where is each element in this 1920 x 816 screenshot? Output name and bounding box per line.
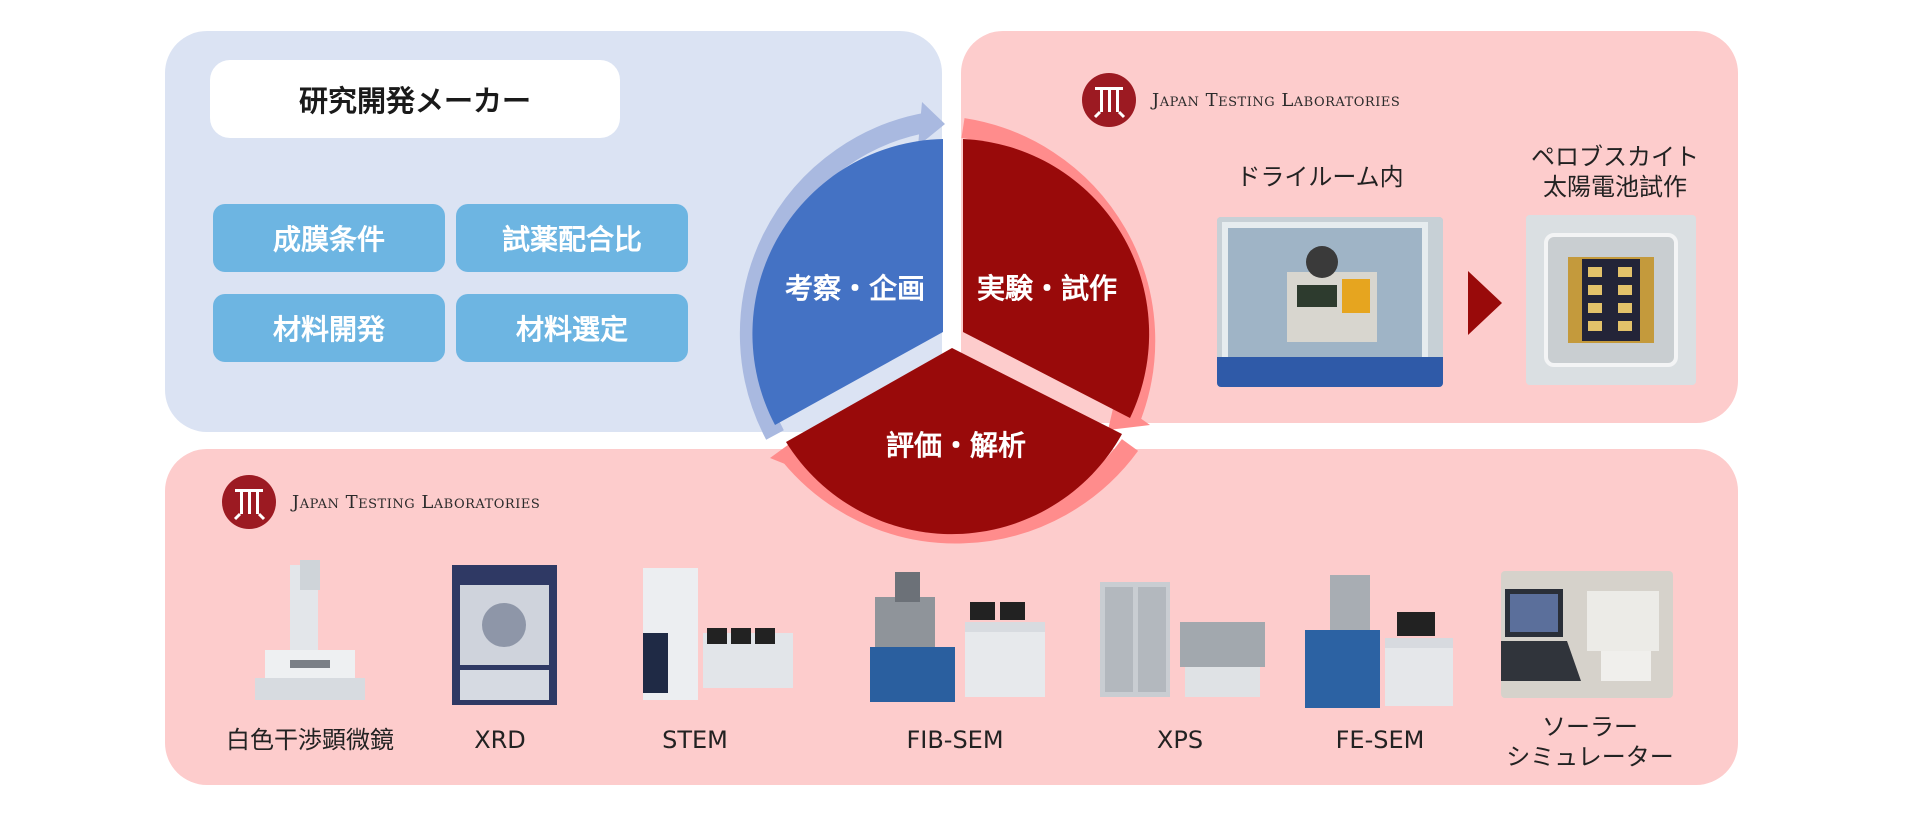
cycle-label-left: 考察・企画 [785,272,925,305]
xrd-image [452,565,557,705]
instrument-label-xps: XPS [1156,726,1204,754]
perovskite-label-line2: 太陽電池試作 [1543,173,1687,201]
red-arrow-head-bottom [770,442,795,468]
perovskite-cell-photo [1526,215,1696,385]
tag-material-selection: 材料選定 [456,294,688,362]
fib-sem-image [870,572,1045,702]
instrument-label-stem: STEM [662,726,728,754]
jtl-logo-icon [222,475,276,529]
instrument-label-fe-sem: FE-SEM [1335,726,1425,754]
solar-simulator-label-line2: シミュレーター [1506,743,1674,771]
maker-title: 研究開発メーカー [210,60,620,138]
instrument-label-solar-simulator: ソーラー シミュレーター [1490,712,1690,772]
xps-image [1100,582,1265,697]
dry-room-label: ドライルーム内 [1236,163,1404,191]
sector-evaluate-analyze [786,348,1122,535]
stem-image [643,568,793,700]
solar-simulator-label-line1: ソーラー [1542,713,1638,741]
jtl-logo-text: Japan Testing Laboratories [292,491,541,513]
tag-material-development: 材料開発 [213,294,445,362]
fe-sem-image [1305,575,1453,708]
jtl-logo-bottom: Japan Testing Laboratories [222,475,540,529]
jtl-logo-text: Japan Testing Laboratories [1152,89,1401,111]
instrument-label-xrd: XRD [474,726,526,754]
blue-arrow-arc [739,112,932,440]
solar-simulator-image [1501,571,1673,698]
jtl-logo-top: Japan Testing Laboratories [1082,73,1400,127]
sector-experiment-prototype [963,139,1150,418]
tag-reagent-ratio: 試薬配合比 [456,204,688,272]
dry-room-photo [1217,217,1443,387]
instrument-label-white-light-interferometer: 白色干渉顕微鏡 [226,726,394,754]
white-light-interferometer-image [255,560,365,700]
tag-film-conditions: 成膜条件 [213,204,445,272]
blue-arrow-head [918,102,945,146]
perovskite-label: ペロブスカイト 太陽電池試作 [1505,142,1725,202]
process-arrow-icon [1468,271,1502,335]
sector-consider-plan [752,139,943,425]
cycle-label-bottom: 評価・解析 [886,429,1026,462]
jtl-logo-icon [1082,73,1136,127]
instrument-label-fib-sem: FIB-SEM [906,726,1004,754]
perovskite-label-line1: ペロブスカイト [1531,143,1699,171]
cycle-label-right: 実験・試作 [977,272,1117,305]
